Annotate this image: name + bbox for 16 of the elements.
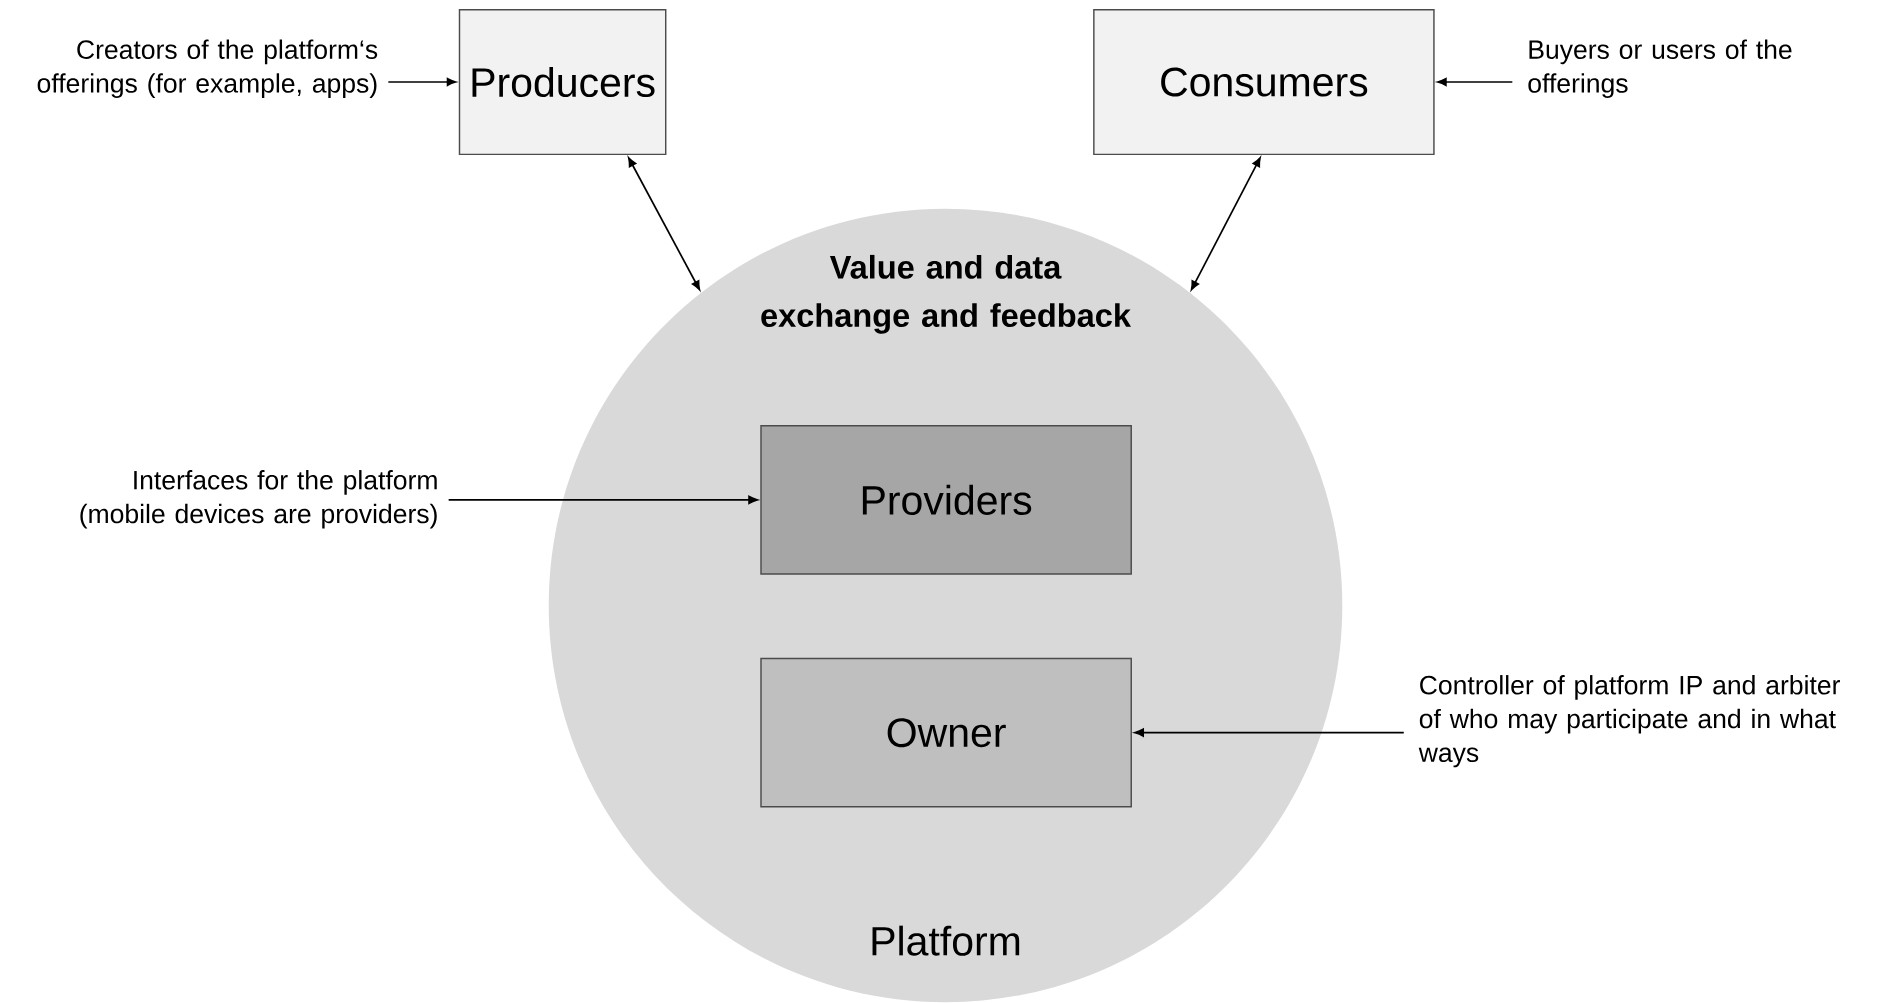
heading: Value and data exchange and feedback — [761, 254, 1131, 334]
note-text: Controller of platform IP and arbiter of who may participate and in what ways — [1418, 674, 1840, 768]
note-text: Creators of the platform‘s offerings (for example, apps) — [37, 39, 378, 98]
arrow — [1437, 77, 1514, 86]
process-box: Consumers — [1093, 8, 1435, 155]
arrow — [1190, 156, 1261, 291]
note-text: Buyers or users of the offerings — [1528, 39, 1792, 98]
arrow — [387, 77, 457, 86]
arrow — [447, 495, 758, 504]
circle-label: Platform — [872, 925, 1020, 956]
note-text: Interfaces for the platform (mobile devices are providers) — [80, 469, 437, 529]
process-box: Producers — [458, 8, 667, 155]
process-box: Owner — [760, 657, 1132, 808]
arrow — [1134, 728, 1405, 737]
arrow — [627, 156, 701, 291]
process-box: Providers — [760, 424, 1132, 575]
